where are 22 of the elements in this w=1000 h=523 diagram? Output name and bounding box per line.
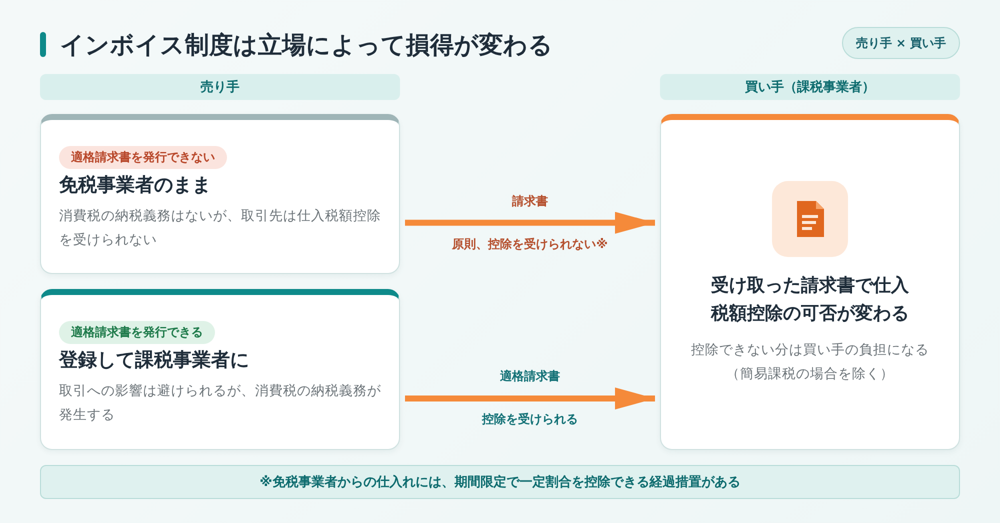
edge-note: 原則、控除を受けられない※: [451, 236, 609, 253]
card-description: 消費税の納税義務はないが、取引先は仕入税額控除を受けられない: [59, 207, 382, 250]
card-description: 取引への影響は避けられるが、消費税の納税義務が発生する: [59, 382, 382, 425]
card-description: 控除できない分は買い手の負担になる（簡易課税の場合を除く）: [690, 341, 930, 384]
card-heading: 受け取った請求書で仕入税額控除の可否が変わる: [710, 274, 910, 326]
arrow: [405, 212, 655, 234]
status-badge: 適格請求書を発行できない: [59, 146, 227, 169]
section-header: 売り手: [40, 74, 400, 100]
seller-card: [40, 289, 400, 450]
arrow: [405, 387, 655, 410]
edge-note: 控除を受けられる: [480, 411, 579, 428]
status-badge: 適格請求書を発行できる: [59, 321, 215, 344]
card-heading: 免税事業者のまま: [59, 173, 211, 198]
tag-pill: 売り手 × 買い手: [842, 27, 960, 59]
section-header: 買い手（課税事業者）: [660, 74, 960, 100]
title: インボイス制度は立場によって損得が変わる: [60, 30, 553, 61]
buyer-card: [660, 114, 960, 450]
edge-label: 適格請求書: [499, 368, 561, 386]
edge-label: 請求書: [510, 192, 549, 210]
footnote-banner: ※免税事業者からの仕入れには、期間限定で一定割合を控除できる経過措置がある: [40, 465, 960, 499]
seller-card: [40, 114, 400, 274]
card-heading: 登録して課税事業者に: [59, 348, 249, 373]
